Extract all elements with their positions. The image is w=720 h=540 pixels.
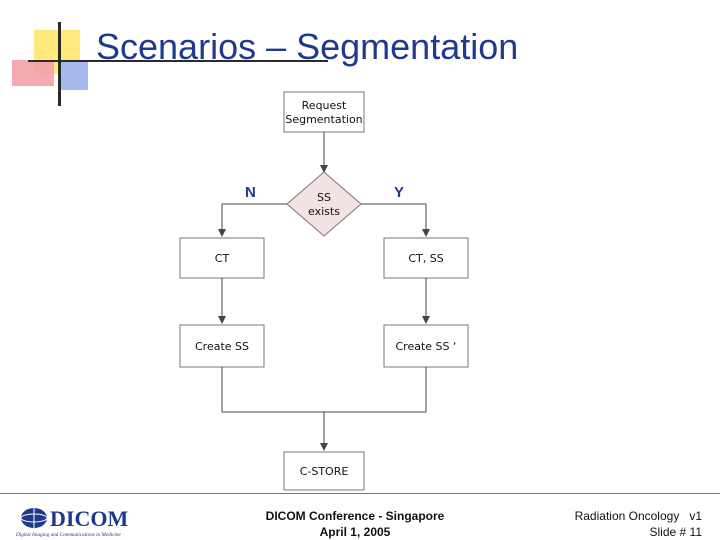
slide-title: Scenarios – Segmentation	[96, 26, 519, 67]
branch-yes-label: Y	[394, 184, 404, 201]
title-decoration-vertical-line	[58, 22, 61, 106]
footer-slide-number: Slide # 11	[649, 525, 702, 539]
connector-no-branch	[218, 203, 287, 237]
c-store-box-label: C-STORE	[300, 465, 349, 478]
logo-subtitle: Digital Imaging and Communications in Me…	[15, 532, 121, 538]
create-ss-prime-box	[383, 324, 469, 368]
footer-divider	[0, 493, 720, 494]
dicom-logo: DICOM Digital Imaging and Communications…	[15, 506, 128, 538]
ct-box-label: CT	[215, 252, 230, 265]
ss-exists-decision	[286, 171, 362, 237]
request-segmentation-label-line1: Request	[302, 99, 347, 112]
ct-box	[179, 237, 265, 279]
c-store-box	[283, 451, 365, 491]
decision-label-line1: SS	[317, 191, 331, 204]
footer-conference: DICOM Conference - Singapore	[265, 509, 445, 523]
create-ss-box	[179, 324, 265, 368]
request-segmentation-label-line2: Segmentation	[285, 113, 362, 126]
footer-track: Radiation Oncology v1	[574, 509, 702, 523]
footer-right: Radiation Oncology v1 Slide # 11	[520, 508, 702, 540]
title-decoration-horizontal-line	[28, 60, 328, 62]
title-decoration-red	[12, 60, 54, 86]
merge-connector	[221, 367, 427, 413]
footer-date: April 1, 2005	[319, 525, 391, 539]
branch-no-label: N	[245, 184, 256, 201]
logo-wordmark: DICOM	[50, 506, 128, 531]
decision-label-line2: exists	[308, 205, 340, 218]
ct-ss-box-label: CT, SS	[408, 252, 443, 265]
connector-yes-branch	[361, 203, 430, 237]
flowchart: Request Segmentation SS exists N Y CT CT…	[179, 91, 469, 491]
title-decoration-blue	[60, 62, 88, 90]
ct-ss-box	[383, 237, 469, 279]
request-segmentation-box	[283, 91, 365, 133]
create-ss-box-label: Create SS	[195, 340, 249, 353]
footer-center: DICOM Conference - Singapore April 1, 20…	[240, 508, 470, 540]
create-ss-prime-box-label: Create SS ‘	[395, 340, 456, 353]
